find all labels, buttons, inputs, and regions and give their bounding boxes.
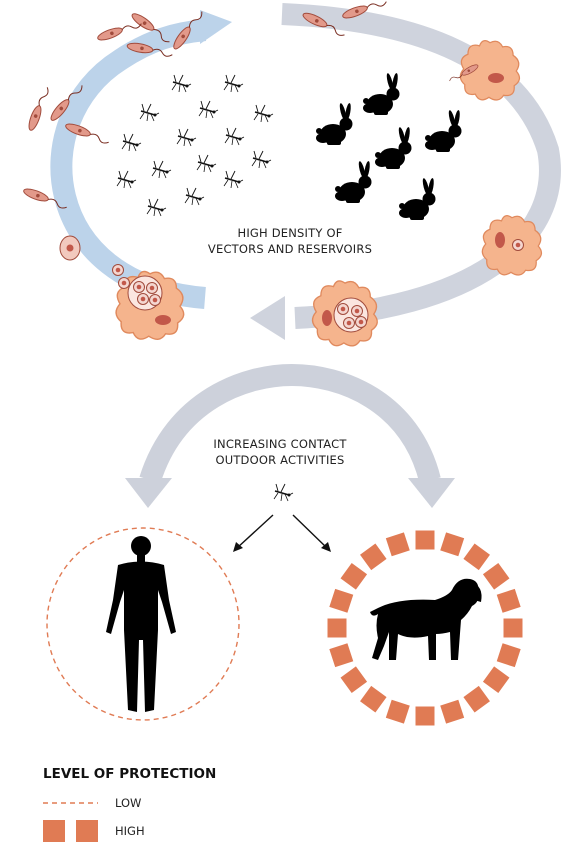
sandfly-icon	[273, 483, 294, 502]
cycle-label-line1: HIGH DENSITY OF	[237, 226, 342, 240]
legend-high-swatch-2	[76, 820, 98, 842]
cycle-label-line2: VECTORS AND RESERVOIRS	[208, 242, 372, 256]
legend-low-label: LOW	[115, 796, 141, 810]
contact-label-line2: OUTDOOR ACTIVITIES	[215, 453, 344, 467]
cycle-arrow-gray	[250, 3, 561, 340]
protection-segment	[415, 706, 435, 726]
protection-segment	[327, 618, 347, 638]
protection-segment	[340, 666, 368, 693]
protection-segment	[496, 643, 521, 668]
bite-arrows	[233, 514, 331, 552]
protection-segment	[440, 699, 465, 724]
cycle-arrow-blue	[50, 10, 232, 309]
macrophage-bottom-right	[311, 280, 378, 347]
protection-segment	[385, 699, 410, 724]
protection-segment	[329, 643, 354, 668]
legend-title: LEVEL OF PROTECTION	[43, 766, 216, 782]
contact-label-line1: INCREASING CONTACT	[213, 437, 347, 451]
legend-high-label: HIGH	[115, 824, 145, 838]
protection-segment	[360, 543, 387, 571]
contact-arrow-double	[125, 363, 455, 508]
protection-segment	[415, 530, 435, 550]
macrophage-right	[481, 215, 543, 276]
macrophage-top-right	[448, 40, 521, 101]
protection-segment	[360, 685, 387, 713]
macrophage-bottom-left	[112, 264, 185, 341]
rabbit-group	[316, 72, 462, 220]
protection-segment	[503, 618, 523, 638]
human-silhouette-icon	[106, 536, 176, 712]
protection-segment	[440, 532, 465, 557]
protection-segment	[482, 563, 510, 590]
dog-silhouette-icon	[370, 578, 482, 660]
low-protection-ring	[46, 527, 240, 721]
protection-segment	[496, 588, 521, 613]
protection-segment	[329, 588, 354, 613]
protection-segment	[340, 563, 368, 590]
protection-segment	[463, 543, 490, 571]
protection-segment	[385, 532, 410, 557]
legend-high-swatch-1	[43, 820, 65, 842]
amastigote-left	[59, 235, 81, 261]
sandfly-group	[116, 74, 274, 217]
protection-segment	[482, 666, 510, 693]
protection-segment	[463, 685, 490, 713]
high-protection-ring	[327, 530, 523, 726]
